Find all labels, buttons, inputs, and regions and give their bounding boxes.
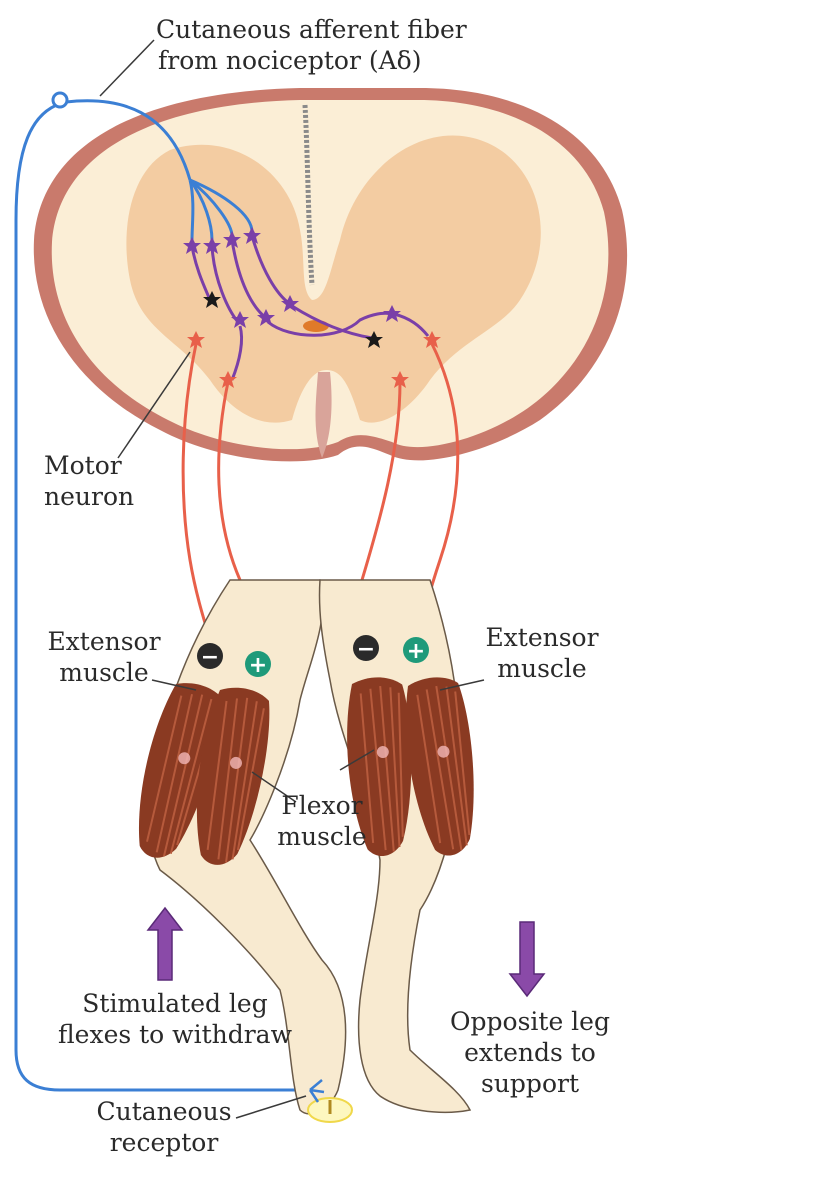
flexor-muscle-label: Flexor muscle	[272, 790, 372, 852]
afferent-fiber-label-line2: from nociceptor (Aδ)	[158, 46, 422, 75]
dorsal-median-septum	[302, 104, 315, 286]
cutaneous-receptor-label: Cutaneous receptor	[84, 1096, 244, 1158]
receptor-icon	[308, 1079, 325, 1103]
inhibit-sign-left: −	[201, 645, 219, 670]
flex-arrow-up	[146, 906, 184, 981]
afferent-fiber-path	[14, 91, 310, 1092]
excite-sign-left: +	[249, 653, 267, 678]
extensor-muscle-label-left: Extensor muscle	[44, 626, 164, 688]
stimulated-leg-line1: Stimulated leg	[82, 989, 268, 1018]
cutaneous-receptor-line2: receptor	[109, 1128, 219, 1157]
extensor-right-line1: Extensor	[485, 623, 599, 652]
motor-neuron-label-line2: neuron	[44, 482, 135, 511]
opposite-leg-line2: extends to	[464, 1038, 596, 1067]
inhibit-badge-right: −	[353, 635, 379, 662]
extensor-left-line1: Extensor	[47, 627, 161, 656]
gray-matter	[126, 135, 541, 423]
leader-lines	[99, 39, 485, 1119]
flexor-line2: muscle	[277, 822, 367, 851]
cutaneous-receptor-line1: Cutaneous	[96, 1097, 232, 1126]
inhibit-sign-right: −	[357, 637, 375, 662]
afferent-fiber-label: Cutaneous afferent fiber from nociceptor…	[156, 14, 467, 76]
excite-badge-right: +	[403, 637, 429, 664]
motor-neuron-label: Motor neuron	[44, 450, 134, 512]
opposite-leg-line3: support	[481, 1069, 579, 1098]
extensor-muscle-label-right: Extensor muscle	[482, 622, 602, 684]
extensor-right-line2: muscle	[497, 654, 587, 683]
opposite-leg-line1: Opposite leg	[450, 1007, 610, 1036]
afferent-fiber-label-line1: Cutaneous afferent fiber	[156, 15, 467, 44]
stimulus-icon	[307, 1097, 353, 1123]
opposite-leg-label: Opposite leg extends to support	[430, 1006, 630, 1099]
flexor-line1: Flexor	[281, 791, 363, 820]
extensor-left-line2: muscle	[59, 658, 149, 687]
stimulated-leg-line2: flexes to withdraw	[58, 1020, 292, 1049]
afferent-terminal-icon	[51, 91, 69, 109]
motor-neuron-label-line1: Motor	[44, 451, 122, 480]
spinal-cord	[33, 88, 628, 462]
excite-sign-right: +	[407, 639, 425, 664]
extend-arrow-down	[508, 921, 546, 998]
excite-badge-left: +	[245, 651, 271, 678]
central-canal	[303, 320, 329, 332]
stimulated-leg-label: Stimulated leg flexes to withdraw	[40, 988, 310, 1050]
ventral-median-fissure	[315, 372, 332, 458]
inhibit-badge-left: −	[197, 643, 223, 670]
